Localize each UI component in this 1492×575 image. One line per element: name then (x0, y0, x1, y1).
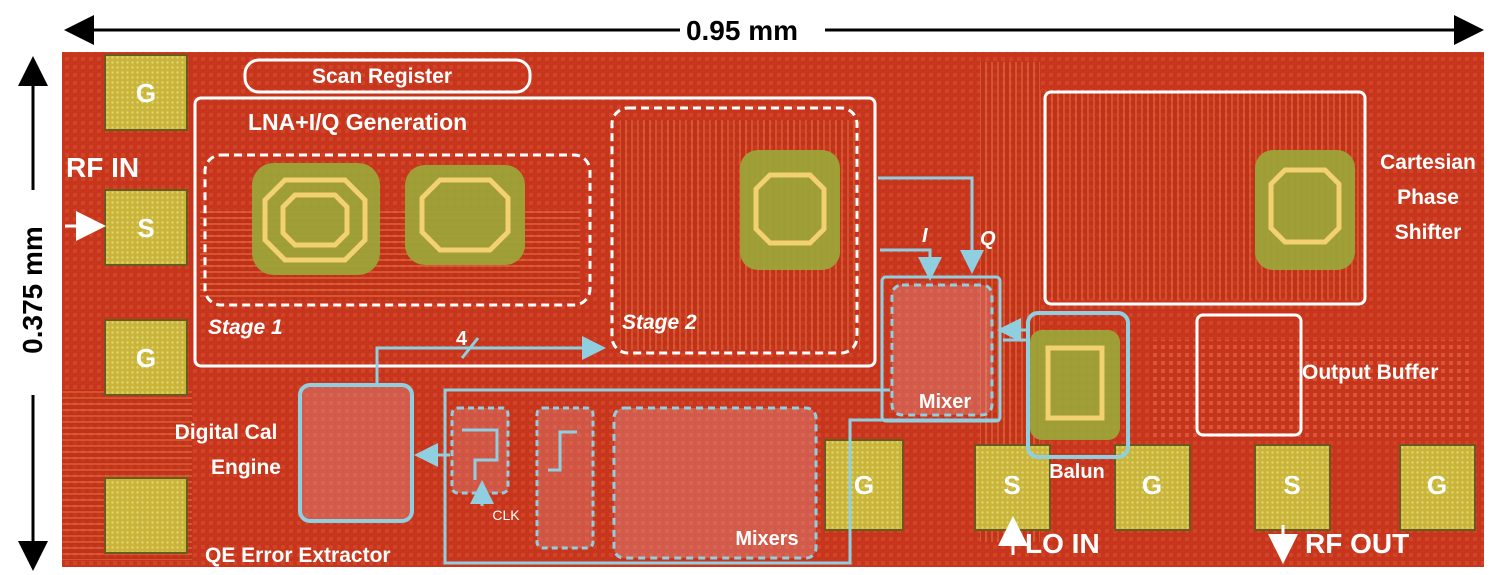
cartesian-box (1043, 90, 1367, 306)
height-label: 0.375 mm (17, 226, 48, 354)
bottom-pads: G S G S G (824, 439, 1476, 531)
qe-inner-sym-2 (548, 430, 577, 472)
stage2-label: Stage 2 (622, 311, 697, 334)
mixer-box (890, 283, 994, 417)
qe-comp-box-1 (450, 406, 510, 495)
digital-cal-box (298, 383, 414, 523)
lo-in-label: LO IN (1025, 528, 1100, 559)
bus-slash (460, 337, 480, 359)
output-buffer-label: Output Buffer (1302, 361, 1438, 384)
text-labels: Scan Register LNA+I/Q Generation Stage 1… (66, 65, 1476, 567)
pad-label-bottom-4: G (1427, 470, 1447, 500)
pad-bottom-2 (1114, 444, 1191, 531)
pad-left-top (104, 54, 188, 131)
pad-left-bottom (104, 319, 188, 396)
q-label: Q (980, 228, 996, 250)
digital-cal-label-2: Engine (211, 456, 281, 479)
balun-label: Balun (1049, 461, 1105, 483)
cartesian-label-2: Phase (1397, 186, 1459, 209)
i-route (880, 248, 942, 281)
cal-to-stage2 (375, 336, 606, 383)
cartesian-label-3: Shifter (1395, 221, 1462, 244)
pad-bottom-1 (974, 444, 1051, 531)
bus-width-label: 4 (456, 328, 468, 350)
i-label: I (922, 225, 928, 247)
pad-label-bottom-2: G (1142, 470, 1162, 500)
mixers-label: Mixers (735, 528, 798, 550)
stage2-box (610, 106, 859, 355)
mixer-to-qe-bus (443, 388, 1000, 565)
lna-iq-box (193, 96, 877, 368)
qe-inner-sym-1 (462, 428, 499, 480)
pad-bottom-0 (824, 439, 904, 531)
pad-label-left-0: G (136, 78, 156, 108)
pad-bottom-4 (1399, 444, 1476, 531)
width-label: 0.95 mm (686, 15, 798, 46)
digital-cal-label-1: Digital Cal (175, 421, 278, 444)
output-buffer-box (1195, 313, 1303, 437)
qe-extractor-label: QE Error Extractor (205, 544, 391, 567)
clk-label: CLK (492, 507, 520, 523)
stage1-label: Stage 1 (208, 316, 283, 339)
pad-left-mid (104, 189, 188, 266)
pad-label-bottom-0: G (854, 470, 874, 500)
pad-label-bottom-1: S (1003, 470, 1020, 500)
signal-arrows (65, 211, 1298, 564)
balun-box (1026, 311, 1130, 459)
pad-left-extra (104, 477, 188, 554)
rf-out-label: RF OUT (1305, 528, 1409, 559)
pad-bottom-3 (1254, 444, 1331, 531)
pad-label-left-2: G (136, 343, 156, 373)
qe-comp-box-2 (535, 406, 595, 550)
white-annotations (193, 58, 1367, 437)
scan-register-box (243, 58, 532, 94)
pad-label-left-1: S (137, 213, 154, 243)
rf-in-label: RF IN (66, 152, 139, 183)
mixers-box (612, 406, 818, 560)
mixer-label: Mixer (919, 391, 971, 413)
left-pads: G S G (104, 54, 188, 554)
cartesian-label-1: Cartesian (1380, 151, 1476, 174)
lna-iq-label: LNA+I/Q Generation (248, 109, 467, 135)
pad-label-bottom-3: S (1283, 470, 1300, 500)
scan-register-label: Scan Register (312, 65, 452, 88)
inductor-structures (252, 150, 1355, 440)
blue-annotations (298, 176, 1130, 565)
dimension-annotations: 0.95 mm 0.375 mm (17, 15, 1484, 571)
q-route (878, 176, 984, 274)
stage1-box (203, 153, 592, 307)
